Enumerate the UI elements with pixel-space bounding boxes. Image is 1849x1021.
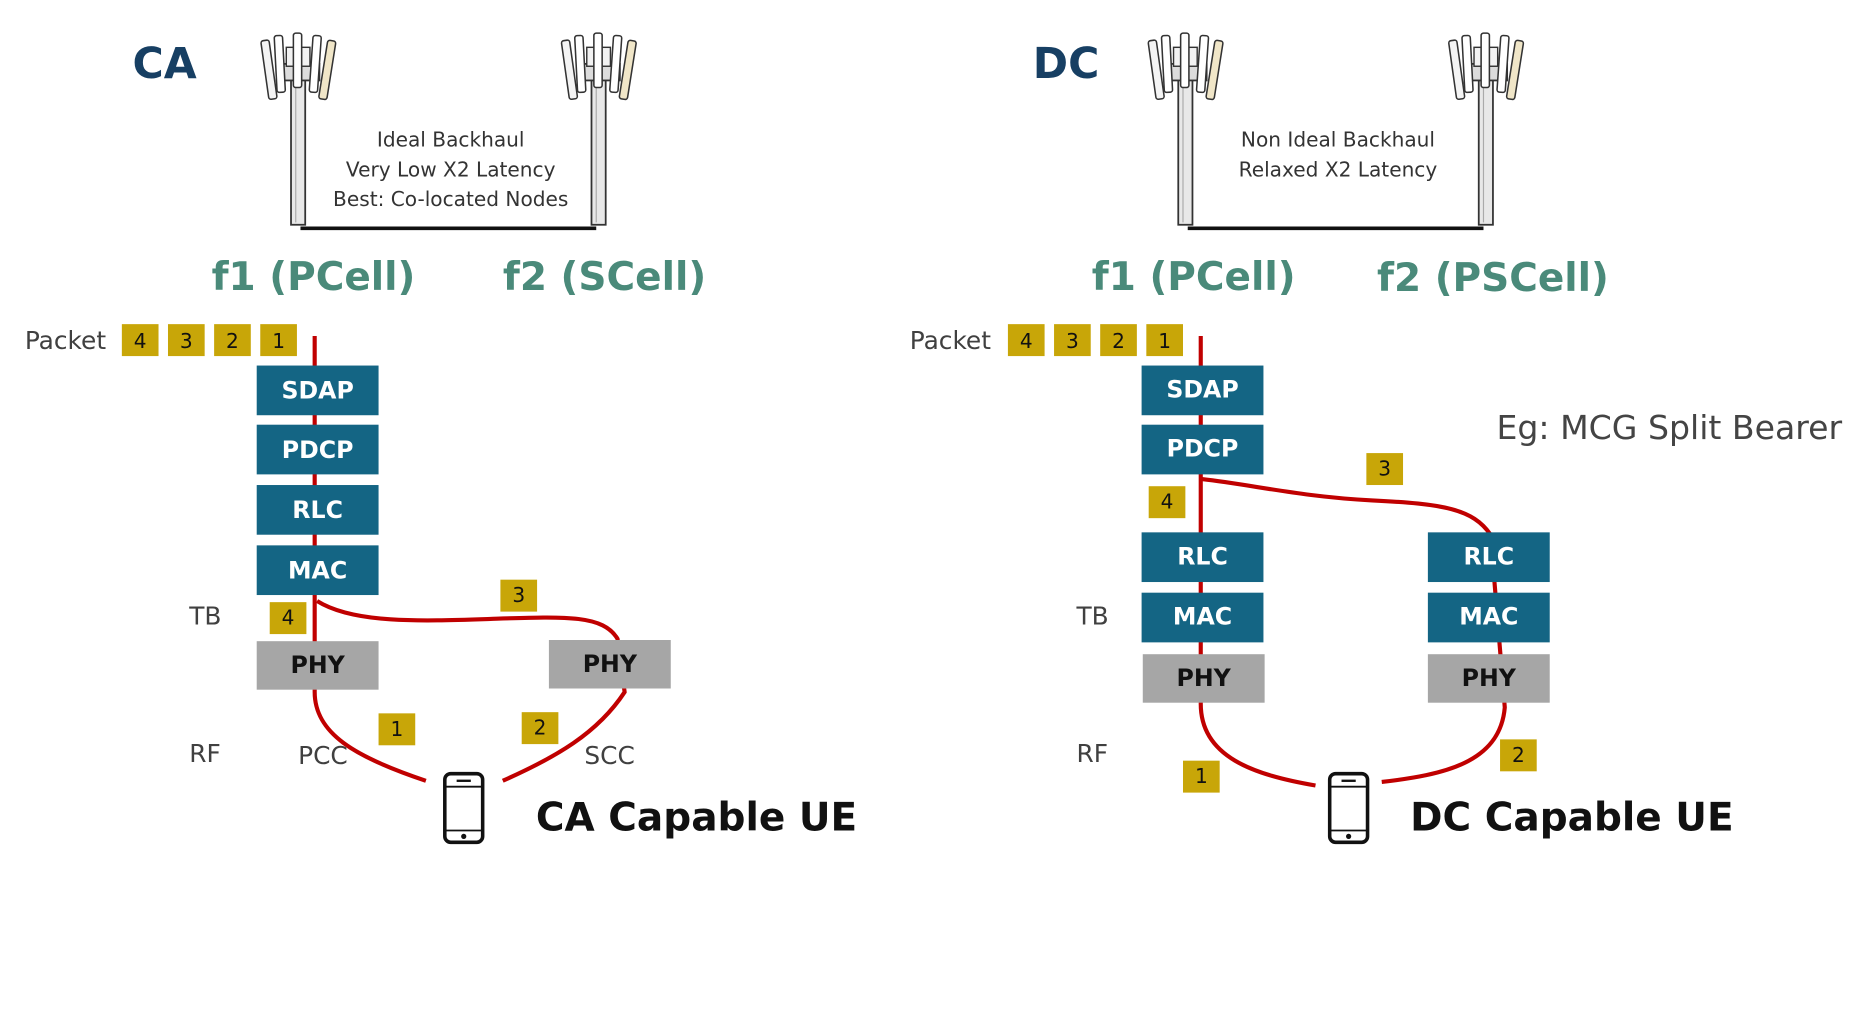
svg-text:RLC: RLC (1463, 542, 1514, 570)
dc-packet-4: 4 (1007, 324, 1045, 357)
dc-pcell-tower-icon (1147, 32, 1225, 226)
svg-text:4: 4 (1161, 490, 1174, 514)
ca-scc-label: SCC (584, 741, 634, 770)
ca-pcell-phy: PHY (256, 641, 379, 690)
ca-pcc-label: PCC (298, 741, 348, 770)
ca-rf-label: RF (189, 739, 221, 768)
svg-text:MAC: MAC (1459, 603, 1518, 631)
svg-text:2: 2 (226, 329, 239, 353)
diagram-canvas: CA Ideal Backhaul Very Low X2 Latency Be… (25, 32, 1843, 845)
ca-backhaul-line-2: Very Low X2 Latency (346, 157, 556, 181)
dc-rf-label: RF (1077, 739, 1109, 768)
ca-scell-label: f2 (SCell) (503, 255, 706, 300)
dc-secondary-rlc-layer: RLC (1427, 532, 1550, 583)
dc-packet-2: 2 (1100, 324, 1137, 357)
ca-backhaul-line-1: Ideal Backhaul (377, 128, 525, 152)
dc-secondary-mac-layer: MAC (1427, 592, 1550, 643)
svg-text:SDAP: SDAP (1166, 375, 1238, 403)
ca-scell-phy: PHY (548, 640, 671, 689)
dc-pscell-tower-icon (1447, 32, 1525, 226)
ca-packet-3: 3 (167, 324, 205, 357)
ca-packet-4: 4 (121, 324, 159, 357)
dc-pdcp-layer: PDCP (1141, 424, 1264, 475)
svg-text:4: 4 (1020, 329, 1033, 353)
svg-text:PHY: PHY (1462, 664, 1517, 692)
dc-panel: DC Non Ideal Backhaul Relaxed X2 Latency… (910, 32, 1843, 845)
ca-panel: CA Ideal Backhaul Very Low X2 Latency Be… (25, 32, 857, 845)
ca-rlc-layer: RLC (256, 485, 379, 535)
ca-pcell-tower-icon (259, 32, 337, 226)
svg-text:MAC: MAC (1173, 603, 1232, 631)
ca-backhaul-line-3: Best: Co-located Nodes (333, 187, 568, 211)
dc-master-rlc-layer: RLC (1141, 532, 1264, 583)
svg-text:1: 1 (1195, 764, 1208, 788)
dc-master-phy: PHY (1142, 654, 1265, 703)
dc-sdap-layer: SDAP (1141, 365, 1264, 416)
ca-packet-1: 1 (260, 324, 297, 357)
svg-text:2: 2 (1512, 743, 1525, 767)
svg-text:PDCP: PDCP (282, 436, 354, 464)
svg-text:MAC: MAC (288, 556, 347, 584)
svg-text:3: 3 (180, 329, 193, 353)
dc-backhaul-line-2: Relaxed X2 Latency (1239, 157, 1438, 181)
svg-text:3: 3 (512, 583, 525, 607)
svg-text:PHY: PHY (290, 651, 345, 679)
svg-text:RLC: RLC (1177, 542, 1228, 570)
dc-master-mac-layer: MAC (1141, 592, 1264, 643)
svg-text:3: 3 (1378, 457, 1391, 481)
dc-rf-right-packet: 2 (1500, 739, 1537, 772)
ca-ue-phone-icon (443, 771, 485, 845)
dc-split-path (1201, 477, 1507, 785)
dc-master-path (1198, 335, 1316, 788)
dc-backhaul-line-1: Non Ideal Backhaul (1241, 128, 1435, 152)
ca-main-path (312, 335, 427, 783)
svg-text:3: 3 (1066, 329, 1079, 353)
svg-text:1: 1 (1158, 329, 1171, 353)
svg-text:SDAP: SDAP (281, 377, 353, 405)
svg-text:PHY: PHY (1177, 664, 1232, 692)
dc-split-packet: 3 (1366, 453, 1404, 486)
svg-text:PHY: PHY (583, 650, 638, 678)
dc-packet-label: Packet (910, 326, 991, 355)
ca-scell-path (315, 599, 627, 783)
svg-text:1: 1 (390, 717, 403, 741)
ca-mac-layer: MAC (256, 545, 379, 596)
dc-tb-label: TB (1076, 602, 1109, 631)
ca-packet-label: Packet (25, 326, 106, 355)
ca-pdcp-layer: PDCP (256, 424, 379, 475)
svg-text:1: 1 (272, 329, 285, 353)
svg-text:4: 4 (134, 329, 147, 353)
dc-pcell-label: f1 (PCell) (1092, 255, 1296, 300)
svg-text:RLC: RLC (292, 496, 343, 524)
dc-title: DC (1033, 39, 1100, 89)
dc-rf-left-packet: 1 (1183, 760, 1220, 793)
ca-pcc-packet: 1 (378, 713, 416, 746)
dc-pscell-label: f2 (PSCell) (1377, 256, 1609, 301)
svg-text:4: 4 (282, 606, 295, 630)
ca-pcell-label: f1 (PCell) (212, 255, 416, 300)
ca-sdap-layer: SDAP (256, 365, 379, 416)
dc-master-packet: 4 (1148, 486, 1186, 519)
ca-tb-label: TB (188, 602, 221, 631)
dc-secondary-phy: PHY (1427, 654, 1550, 703)
ca-scell-packet: 3 (500, 579, 538, 612)
ca-scell-tower-icon (560, 32, 638, 226)
dc-packet-3: 3 (1054, 324, 1091, 357)
dc-ue-phone-icon (1327, 771, 1370, 845)
dc-packet-1: 1 (1146, 324, 1183, 357)
ca-ue-label: CA Capable UE (536, 795, 857, 840)
svg-text:PDCP: PDCP (1167, 435, 1239, 463)
dc-ue-label: DC Capable UE (1410, 795, 1733, 840)
ca-tb-packet: 4 (269, 602, 307, 635)
ca-packet-2: 2 (214, 324, 251, 357)
svg-text:2: 2 (1112, 329, 1125, 353)
ca-title: CA (132, 39, 196, 89)
ca-scc-packet: 2 (521, 712, 559, 745)
svg-text:2: 2 (534, 716, 547, 740)
dc-note: Eg: MCG Split Bearer (1496, 408, 1842, 447)
